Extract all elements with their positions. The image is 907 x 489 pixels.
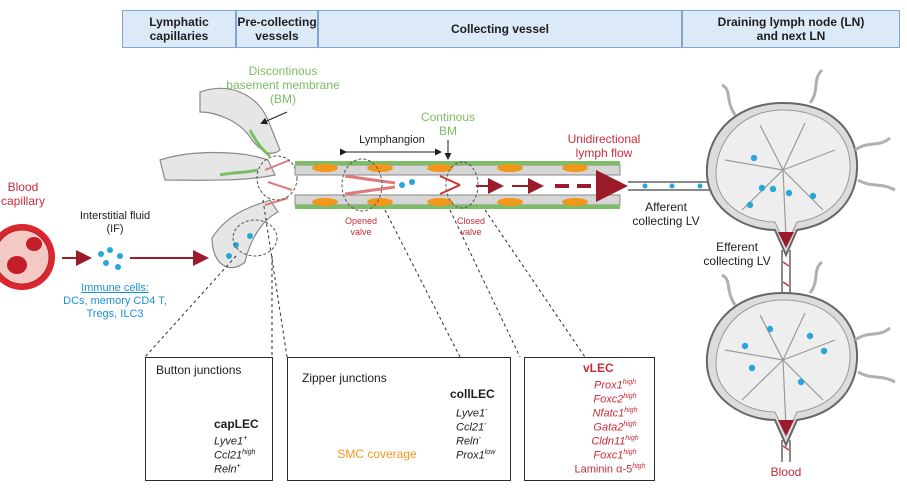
closed-valve-label: Closed valve bbox=[456, 216, 485, 237]
lymph-node-2 bbox=[705, 291, 859, 448]
vlec-marker: Cldn11high bbox=[591, 435, 639, 448]
node-afferent-vessels bbox=[721, 68, 896, 384]
vlec-marker: Laminin α-5high bbox=[574, 463, 646, 476]
vlec-marker: Foxc2high bbox=[593, 393, 637, 406]
opened-valve-leaflets bbox=[344, 174, 396, 196]
caplec-marker: Ccl21high bbox=[214, 449, 256, 462]
afferent-vessel-cells bbox=[642, 183, 703, 189]
caplec-marker: Reln+ bbox=[214, 463, 241, 476]
colllec-marker: Lyve1- bbox=[456, 407, 488, 420]
efferent-vessel bbox=[781, 250, 791, 298]
zipper-junctions-title: Zipper junctions bbox=[302, 371, 387, 385]
colllec-marker: Prox1low bbox=[456, 449, 496, 462]
vessel-immune-cells bbox=[399, 179, 415, 188]
vlec-box: vLEC Prox1high Foxc2high Nfatc1high Gata… bbox=[524, 357, 655, 481]
vlec-marker: Foxc1high bbox=[593, 449, 637, 462]
header-draining-lymph-node: Draining lymph node (LN) and next LN bbox=[682, 10, 900, 48]
immune-cells-title: Immune cells: bbox=[81, 282, 149, 294]
header-lymphatic-capillaries: Lymphatic capillaries bbox=[122, 10, 236, 48]
vlec-cell-type: vLEC bbox=[583, 361, 614, 375]
afferent-vessel bbox=[628, 181, 712, 191]
efferent-valve bbox=[782, 261, 790, 287]
collecting-vessel bbox=[294, 161, 621, 209]
vlec-marker: Prox1high bbox=[594, 379, 636, 392]
interstitial-fluid-cells bbox=[98, 247, 123, 270]
caplec-cell-type: capLEC bbox=[214, 417, 259, 431]
immune-cells-list: DCs, memory CD4 T, Tregs, ILC3 bbox=[63, 295, 167, 320]
blood-capillary-label: Blood capillary bbox=[0, 180, 45, 208]
closed-valve-leaflets bbox=[439, 175, 461, 195]
interstitial-fluid-label: Interstitial fluid (IF) bbox=[79, 210, 151, 235]
smc-coverage-label: SMC coverage bbox=[337, 447, 417, 461]
precollector-valve bbox=[264, 159, 293, 206]
colllec-cell-type: collLEC bbox=[450, 387, 495, 401]
capillary-highlight bbox=[232, 219, 278, 257]
discontinuous-bm-segment bbox=[219, 168, 259, 177]
lymphatic-capillary-tree bbox=[159, 87, 281, 269]
colllec-marker: Ccl21- bbox=[456, 421, 487, 434]
colllec-marker: Reln- bbox=[456, 435, 481, 448]
vlec-marker: Nfatc1high bbox=[592, 407, 638, 420]
discontinuous-bm-pointer bbox=[260, 111, 288, 125]
opened-valve-highlight bbox=[341, 158, 383, 212]
header-pre-collecting-vessels: Pre-collecting vessels bbox=[236, 10, 318, 48]
vlec-marker: Gata2high bbox=[593, 421, 637, 434]
continuous-bm-label: Continous BM bbox=[420, 110, 476, 138]
efferent-label: Efferent collecting LV bbox=[703, 240, 771, 268]
header-collecting-vessel: Collecting vessel bbox=[318, 10, 682, 48]
afferent-label: Afferent collecting LV bbox=[632, 200, 700, 228]
zipper-junctions-box: Zipper junctions SMC coverage collLEC Ly… bbox=[287, 357, 511, 481]
discontinuous-bm-segment bbox=[248, 129, 271, 158]
caplec-marker: Lyve1+ bbox=[214, 435, 248, 448]
efferent-vessel-out bbox=[781, 440, 791, 462]
discontinuous-bm-label: Discontinous basement membrane (BM) bbox=[226, 64, 340, 106]
unidirectional-flow-label: Unidirectional lymph flow bbox=[567, 132, 641, 160]
callout-lines bbox=[144, 199, 586, 358]
button-junctions-title: Button junctions bbox=[156, 363, 242, 377]
lymphangion-label: Lymphangion bbox=[359, 134, 425, 146]
blood-capillary bbox=[0, 224, 55, 290]
lymph-node-1 bbox=[705, 101, 859, 258]
blood-label: Blood bbox=[770, 465, 802, 479]
button-junctions-box: Button junctions capLEC Lyve1+ Ccl21high… bbox=[145, 357, 273, 481]
opened-valve-label: Opened valve bbox=[344, 216, 378, 237]
efferent-valve bbox=[782, 445, 790, 451]
precollecting-highlight bbox=[256, 155, 298, 201]
